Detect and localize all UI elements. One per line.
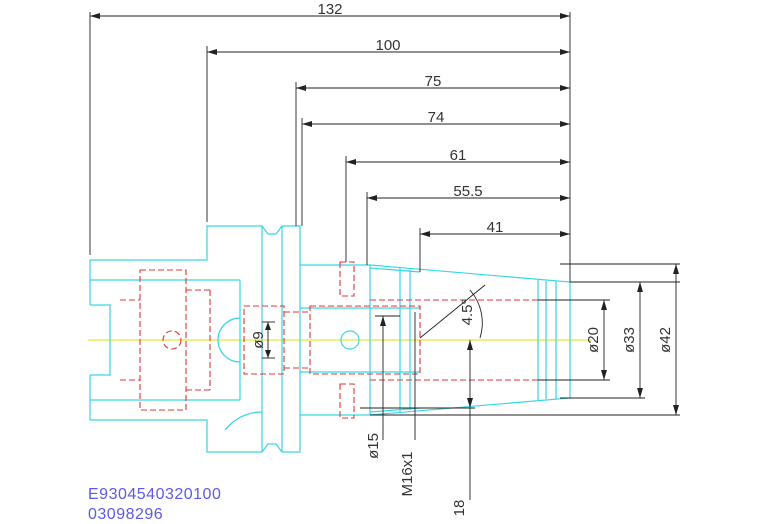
dim-55-5: 55.5 bbox=[453, 183, 482, 200]
dim-18: 18 bbox=[451, 500, 468, 517]
dim-75: 75 bbox=[425, 73, 442, 90]
arrowheads bbox=[90, 13, 679, 415]
dim-phi33: ø33 bbox=[621, 327, 638, 353]
dim-74: 74 bbox=[428, 109, 445, 126]
part-code-line-1: E9304540320100 bbox=[88, 486, 222, 503]
dimension-lines bbox=[89, 12, 680, 500]
dim-61: 61 bbox=[450, 147, 467, 164]
dim-41: 41 bbox=[487, 219, 504, 236]
dim-phi42: ø42 bbox=[657, 327, 674, 353]
dim-132: 132 bbox=[317, 1, 342, 18]
dim-angle: 4.5° bbox=[459, 299, 476, 326]
dim-phi20: ø20 bbox=[585, 327, 602, 353]
part-code-line-2: 03098296 bbox=[88, 506, 164, 523]
dim-m16x1: M16x1 bbox=[399, 451, 416, 496]
dim-100: 100 bbox=[375, 37, 400, 54]
tool-holder-outline bbox=[89, 225, 571, 453]
dim-phi9: ø9 bbox=[250, 331, 267, 349]
dim-phi15: ø15 bbox=[365, 433, 382, 459]
hidden-lines bbox=[120, 261, 540, 419]
